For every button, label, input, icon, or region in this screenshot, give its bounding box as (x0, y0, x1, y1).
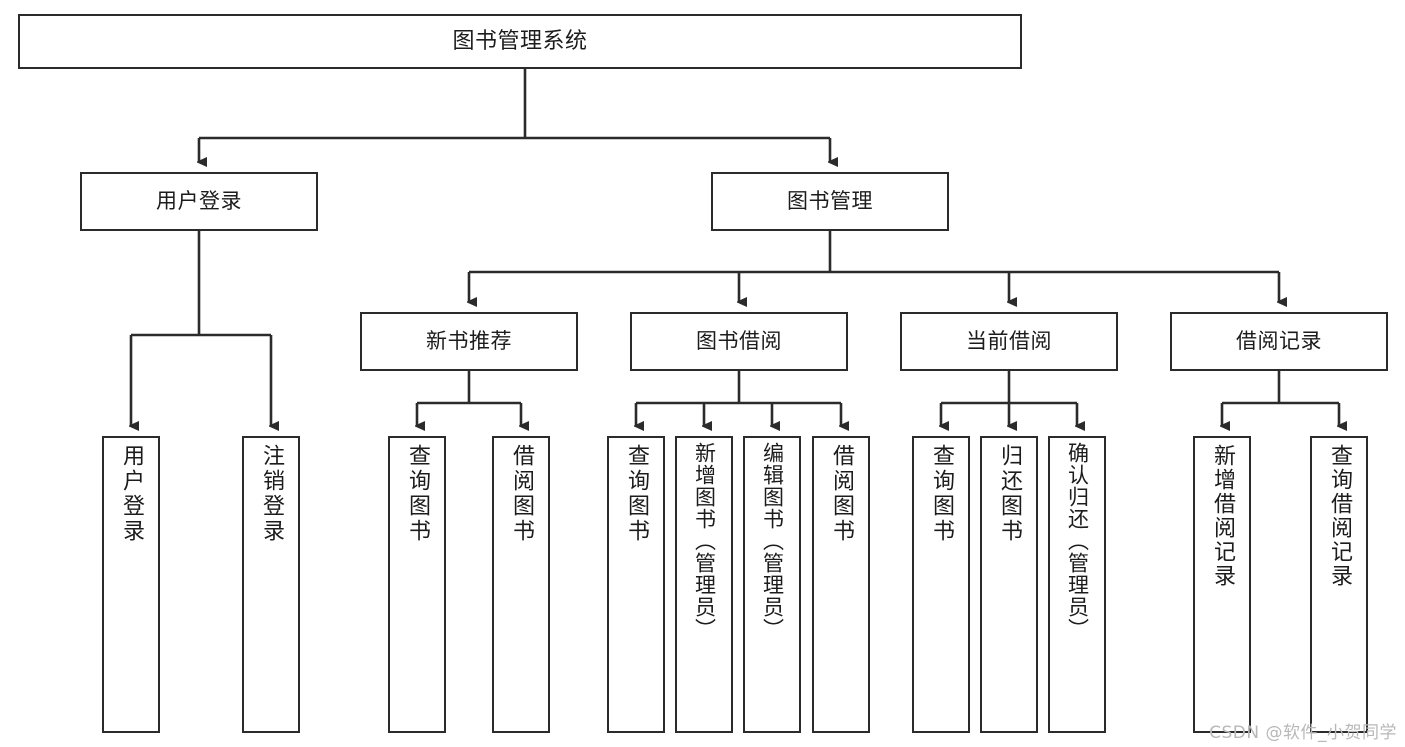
node-label: 借阅记录 (1236, 329, 1322, 354)
node-label: 图书借阅 (696, 329, 782, 354)
node-root-system[interactable]: 图书管理系统 (18, 14, 1022, 69)
node-label: 注销登录 (259, 444, 284, 544)
leaf-borrow-query-book[interactable]: 查询图书 (607, 436, 665, 733)
node-book-management[interactable]: 图书管理 (711, 172, 949, 231)
leaf-new-book-query[interactable]: 查询图书 (388, 436, 446, 733)
leaf-user-login-login[interactable]: 用户登录 (102, 436, 160, 733)
node-user-login[interactable]: 用户登录 (80, 172, 318, 231)
leaf-current-return-book[interactable]: 归还图书 (980, 436, 1038, 733)
leaf-current-confirm-return-admin[interactable]: 确认归还（管理员） (1048, 436, 1106, 733)
node-label: 借阅图书 (829, 444, 854, 544)
node-label: 新书推荐 (426, 329, 512, 354)
leaf-borrow-borrow-book[interactable]: 借阅图书 (812, 436, 870, 733)
node-label: 确认归还（管理员） (1065, 442, 1090, 640)
node-label: 查询图书 (929, 444, 954, 544)
leaf-borrow-add-book-admin[interactable]: 新增图书（管理员） (675, 436, 733, 733)
leaf-current-query-book[interactable]: 查询图书 (912, 436, 970, 733)
leaf-borrow-edit-book-admin[interactable]: 编辑图书（管理员） (743, 436, 801, 733)
node-label: 编辑图书（管理员） (760, 442, 785, 640)
node-current-borrow[interactable]: 当前借阅 (900, 312, 1118, 371)
node-label: 图书管理系统 (452, 28, 588, 54)
csdn-watermark: CSDN @软件_小贺同学 (1209, 723, 1397, 743)
node-label: 查询借阅记录 (1327, 444, 1352, 588)
leaf-record-query-record[interactable]: 查询借阅记录 (1310, 436, 1368, 733)
leaf-user-login-logout[interactable]: 注销登录 (242, 436, 300, 733)
node-label: 借阅图书 (509, 444, 534, 544)
node-label: 当前借阅 (966, 329, 1052, 354)
node-label: 新增图书（管理员） (692, 442, 717, 640)
leaf-record-add-record[interactable]: 新增借阅记录 (1193, 436, 1251, 733)
node-book-borrow[interactable]: 图书借阅 (630, 312, 848, 371)
node-label: 查询图书 (624, 444, 649, 544)
node-label: 用户登录 (119, 444, 144, 544)
node-label: 新增借阅记录 (1210, 444, 1235, 588)
node-label: 图书管理 (787, 189, 873, 214)
node-new-book-recommend[interactable]: 新书推荐 (360, 312, 578, 371)
node-label: 归还图书 (997, 444, 1022, 544)
node-borrow-records[interactable]: 借阅记录 (1170, 312, 1388, 371)
leaf-new-book-borrow[interactable]: 借阅图书 (492, 436, 550, 733)
node-label: 用户登录 (156, 189, 242, 214)
node-label: 查询图书 (405, 444, 430, 544)
